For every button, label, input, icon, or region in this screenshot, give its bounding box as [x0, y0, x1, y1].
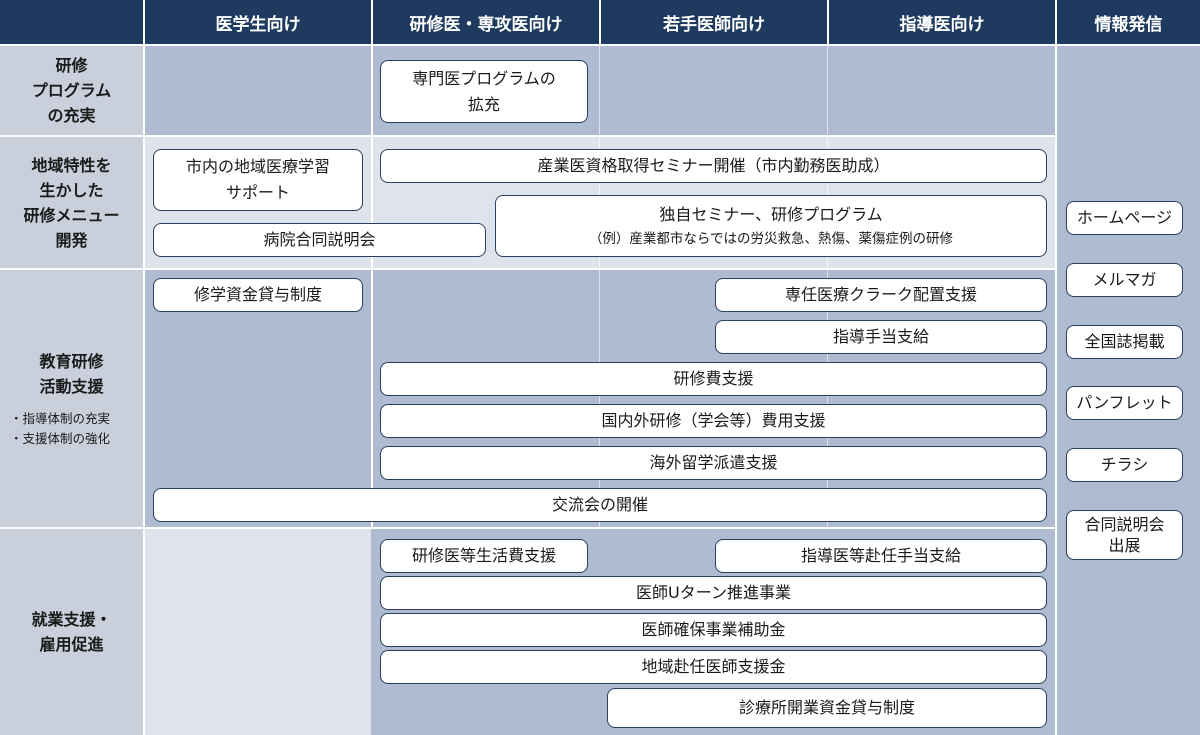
col-divider-1 [371, 46, 373, 529]
info-mail-magazine: メルマガ [1066, 263, 1183, 297]
row1-bg [145, 46, 1055, 135]
info-pamphlet: パンフレット [1066, 386, 1183, 420]
box-securing-subsidy: 医師確保事業補助金 [380, 613, 1047, 647]
header-medical-students: 医学生向け [145, 0, 371, 44]
own-seminar-sub: （例）産業都市ならではの労災救急、熱傷、薬傷症例の研修 [588, 231, 954, 247]
box-scholarship: 修学資金貸与制度 [153, 278, 363, 312]
col-divider-2 [599, 46, 600, 529]
box-clerk-support: 専任医療クラーク配置支援 [715, 278, 1047, 312]
row-label-regional: 地域特性を 生かした 研修メニュー 開発 [0, 137, 143, 268]
box-overseas-study: 海外留学派遣支援 [380, 446, 1047, 480]
own-seminar-title: 独自セミナー、研修プログラム [659, 205, 883, 224]
header-residents: 研修医・専攻医向け [373, 0, 599, 44]
row-label-employment: 就業支援・ 雇用促進 [0, 529, 143, 735]
box-living-cost: 研修医等生活費支援 [380, 539, 588, 573]
box-teaching-allowance: 指導手当支給 [715, 320, 1047, 354]
box-domestic-overseas: 国内外研修（学会等）費用支援 [380, 404, 1047, 438]
row-label-program: 研修 プログラム の充実 [0, 46, 143, 135]
box-training-cost: 研修費支援 [380, 362, 1047, 396]
row-label-education: 教育研修 活動支援 ・指導体制の充実 ・支援体制の強化 [0, 270, 143, 527]
box-regional-assignment: 地域赴任医師支援金 [380, 650, 1047, 684]
info-homepage: ホームページ [1066, 201, 1183, 235]
row-label-education-title: 教育研修 活動支援 [39, 351, 104, 396]
header-info: 情報発信 [1057, 0, 1200, 44]
box-hospital-briefing: 病院合同説明会 [153, 223, 486, 257]
info-flyer: チラシ [1066, 448, 1183, 482]
header-supervisors: 指導医向け [829, 0, 1055, 44]
box-u-turn: 医師Uターン推進事業 [380, 576, 1047, 610]
row-label-education-bullets: ・指導体制の充実 ・支援体制の強化 [10, 410, 111, 446]
box-clinic-loan: 診療所開業資金貸与制度 [607, 688, 1047, 728]
box-exchange: 交流会の開催 [153, 488, 1047, 522]
info-national-magazine: 全国誌掲載 [1066, 325, 1183, 359]
row4-bg-a [145, 529, 371, 735]
row3-bg [145, 270, 1055, 527]
box-assignment-allowance: 指導医等赴任手当支給 [715, 539, 1047, 573]
box-industrial-seminar: 産業医資格取得セミナー開催（市内勤務医助成） [380, 149, 1047, 183]
box-local-medicine-study: 市内の地域医療学習 サポート [153, 149, 363, 211]
box-specialist-program: 専門医プログラムの 拡充 [380, 60, 588, 123]
info-joint-briefing: 合同説明会 出展 [1066, 510, 1183, 560]
header-corner [0, 0, 143, 44]
box-own-seminar: 独自セミナー、研修プログラム （例）産業都市ならではの労災救急、熱傷、薬傷症例の… [495, 195, 1047, 257]
header-young-doctors: 若手医師向け [601, 0, 827, 44]
